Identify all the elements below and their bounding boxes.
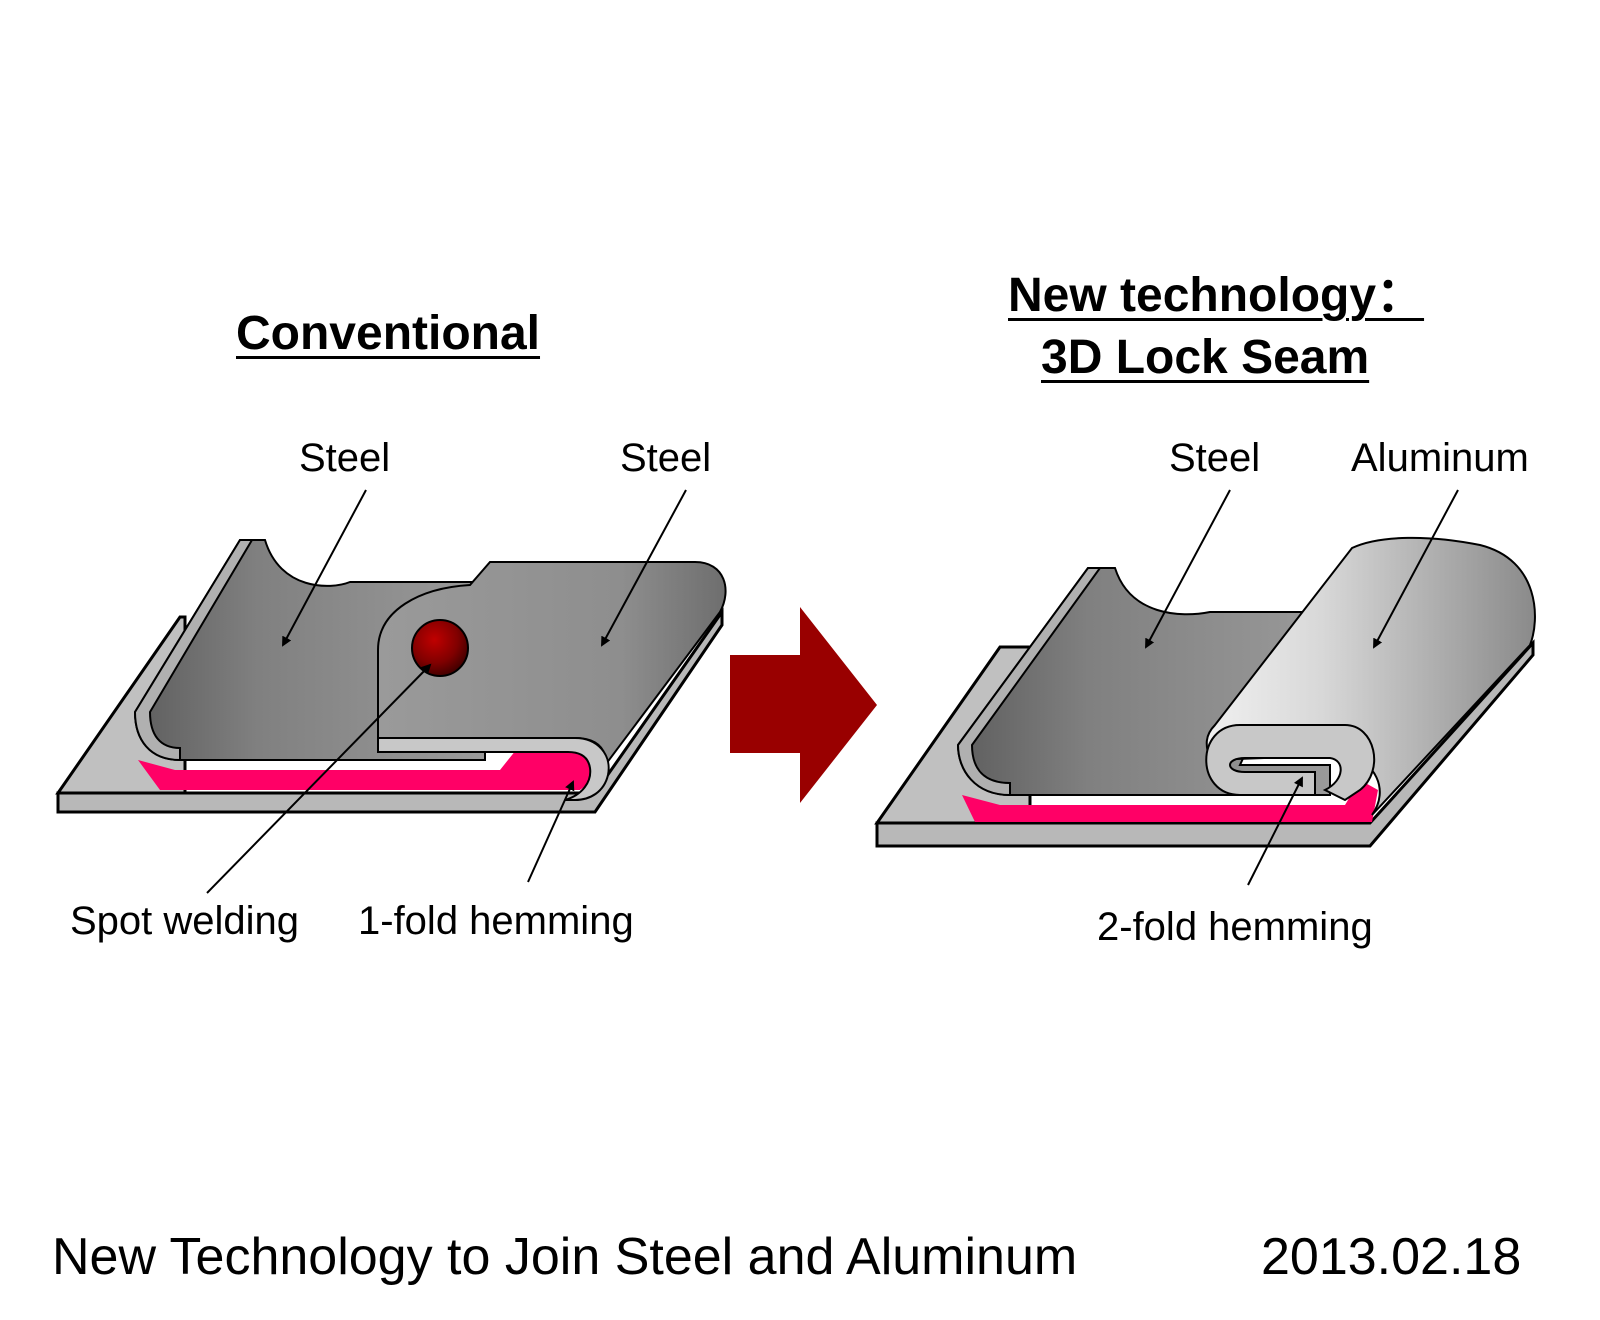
conventional-leaders: [206, 489, 687, 894]
conventional-joint: [55, 539, 727, 814]
label-steel-right: Steel: [620, 436, 712, 480]
label-aluminum: Aluminum: [1351, 436, 1529, 480]
hem-fold: [377, 737, 610, 801]
label-steel: Steel: [1169, 436, 1261, 480]
footer-date: 2013.02.18: [1261, 1228, 1522, 1286]
label-steel-left: Steel: [299, 436, 391, 480]
label-spot-welding: Spot welding: [70, 899, 300, 943]
leader-2fold-hemming: [1247, 776, 1303, 886]
lock-seam-heading: 3D Lock Seam: [1041, 331, 1370, 384]
leader-steel-left: [282, 489, 367, 647]
lock-seam-leaders: [1145, 489, 1459, 886]
footer-title: New Technology to Join Steel and Aluminu…: [52, 1228, 1078, 1286]
conventional-heading: Conventional: [236, 307, 541, 360]
leader-1fold-hemming: [527, 780, 575, 883]
hem-fold: [1205, 724, 1376, 802]
sealer: [962, 780, 1378, 822]
leader-steel: [1145, 489, 1231, 649]
lower-steel-base: [875, 639, 1535, 848]
lock-seam-joint: [874, 536, 1536, 848]
sealer: [138, 745, 600, 790]
new-technology-heading: New technology：: [1008, 269, 1425, 322]
leader-spot-welding: [206, 663, 432, 894]
arrow-right-icon: [730, 607, 877, 803]
leader-steel-right: [601, 489, 687, 647]
spot-weld: [411, 619, 469, 677]
label-2fold-hemming: 2-fold hemming: [1097, 905, 1373, 949]
leader-aluminum: [1373, 489, 1459, 649]
left-steel-flange: [133, 539, 254, 762]
steel-flange: [956, 567, 1102, 797]
label-1fold-hemming: 1-fold hemming: [358, 899, 634, 943]
